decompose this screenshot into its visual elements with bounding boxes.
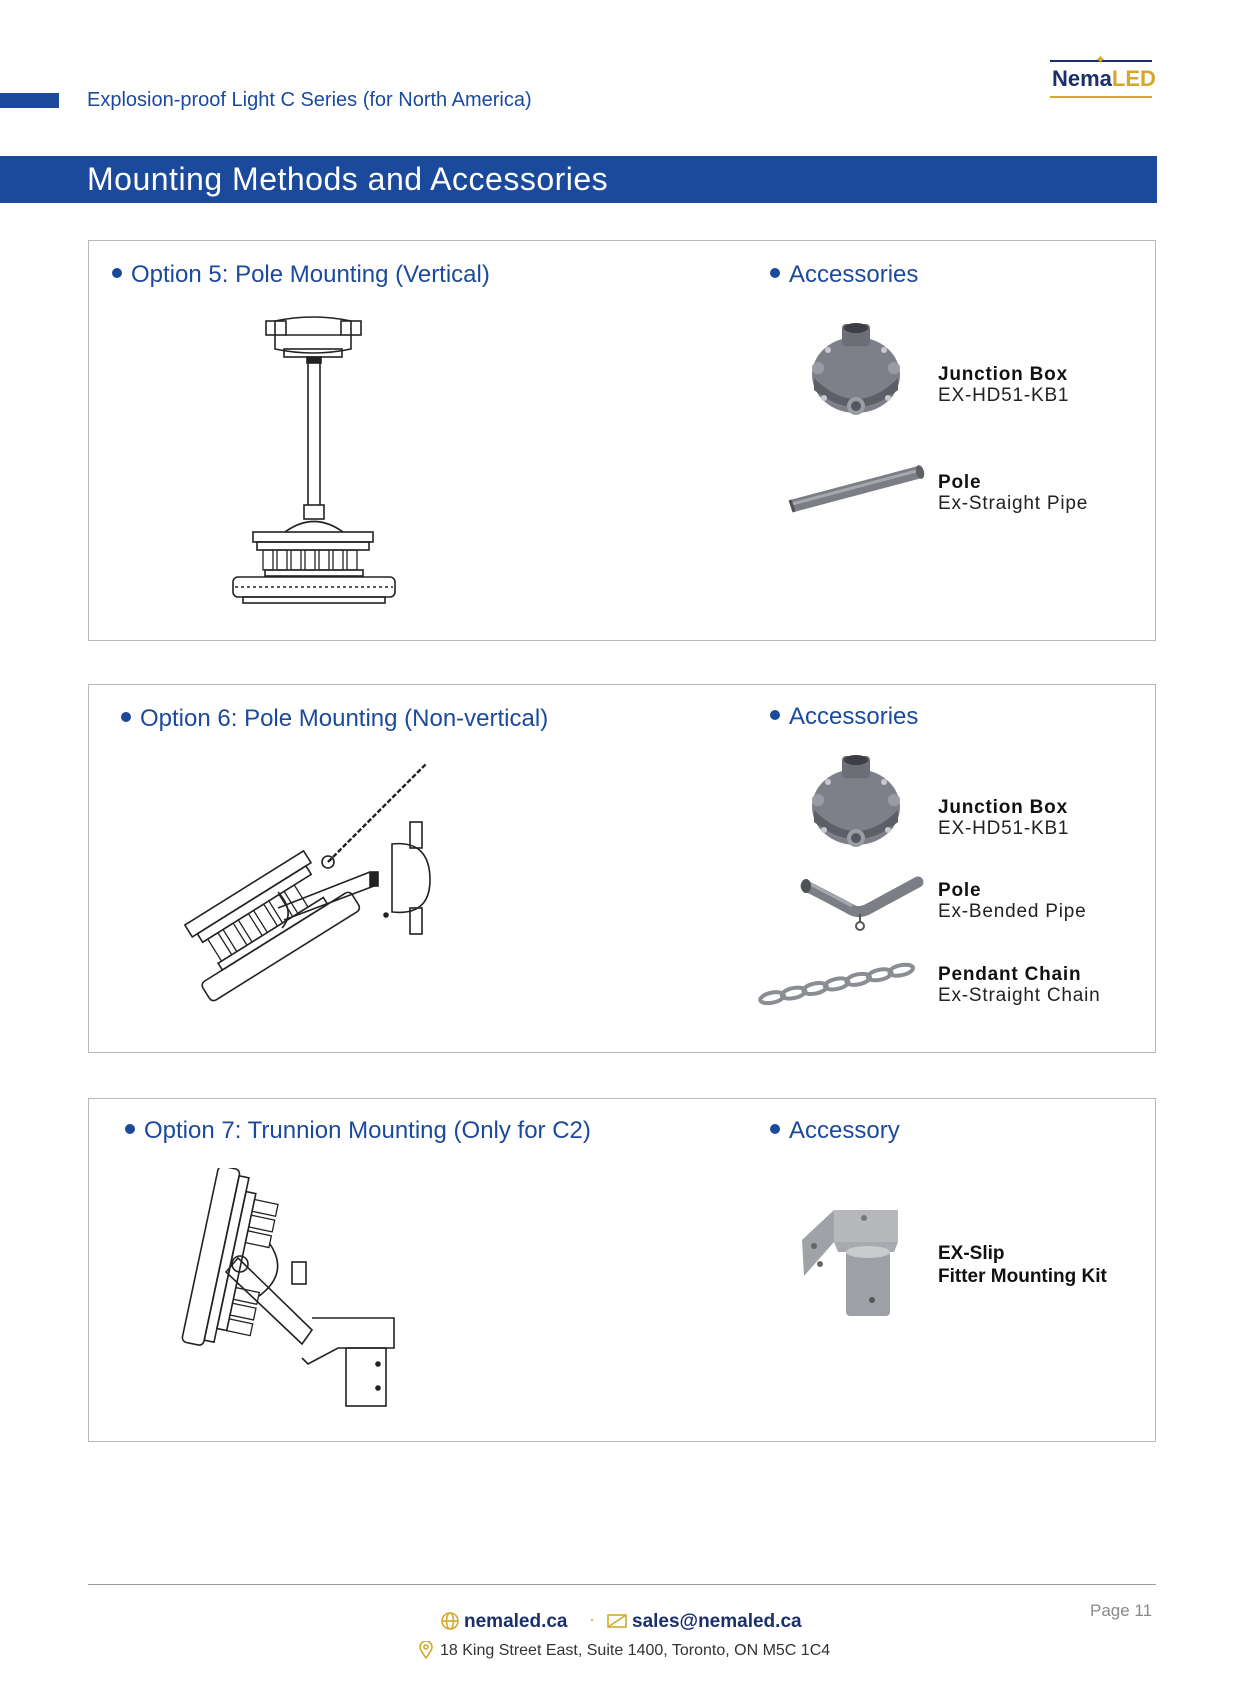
accessory-model: Fitter Mounting Kit xyxy=(938,1266,1107,1287)
header-accent-bar xyxy=(0,93,59,108)
option-5-title: Option 5: Pole Mounting (Vertical) xyxy=(112,261,490,289)
junction-box-icon xyxy=(812,755,900,847)
logo-top-rule xyxy=(1050,60,1152,62)
accessory-model: Ex-Straight Pipe xyxy=(938,493,1089,514)
chain-icon xyxy=(758,962,915,1006)
accessory-name: Junction Box xyxy=(938,797,1068,818)
mail-icon xyxy=(607,1614,627,1628)
option-6-title: Option 6: Pole Mounting (Non-vertical) xyxy=(121,705,548,733)
section-title: Mounting Methods and Accessories xyxy=(87,161,609,197)
option-5-accessories-heading: Accessories xyxy=(770,261,918,289)
bullet-icon xyxy=(770,1123,780,1134)
accessory-model: EX-HD51-KB1 xyxy=(938,818,1070,839)
logo-bottom-rule xyxy=(1050,96,1152,98)
pole-mount-vertical-diagram xyxy=(232,316,396,604)
bullet-icon xyxy=(770,709,780,720)
document-subtitle: Explosion-proof Light C Series (for Nort… xyxy=(87,89,532,111)
option-6-panel xyxy=(88,684,1156,1053)
logo-text-main: Nema xyxy=(1052,66,1112,91)
footer-rule xyxy=(88,1584,1156,1585)
straight-pipe-icon xyxy=(788,465,925,513)
company-logo: ✦ NemaLED xyxy=(1050,52,1156,102)
bullet-icon xyxy=(121,711,131,722)
logo-spark-icon: ✦ xyxy=(1095,52,1106,67)
bullet-icon xyxy=(125,1123,135,1134)
accessory-name: Pole xyxy=(938,472,982,493)
accessory-name: Pendant Chain xyxy=(938,964,1082,985)
junction-box-icon xyxy=(812,323,900,415)
accessory-name: Junction Box xyxy=(938,364,1068,385)
page-number: Page 11 xyxy=(1090,1601,1153,1620)
accessory-name: EX-Slip xyxy=(938,1243,1005,1264)
section-band xyxy=(0,156,1157,203)
accessory-model: Ex-Straight Chain xyxy=(938,985,1101,1006)
website-link[interactable]: nemaled.ca xyxy=(464,1611,568,1632)
option-7-accessories-heading: Accessory xyxy=(770,1117,900,1145)
footer-separator: · xyxy=(589,1609,595,1629)
bullet-icon xyxy=(770,267,780,278)
location-pin-icon xyxy=(419,1641,433,1659)
pole-mount-nonvertical-diagram xyxy=(183,763,431,1002)
option-7-title: Option 7: Trunnion Mounting (Only for C2… xyxy=(125,1117,591,1145)
accessory-model: Ex-Bended Pipe xyxy=(938,901,1087,922)
email-link[interactable]: sales@nemaled.ca xyxy=(632,1611,802,1632)
option-7-panel xyxy=(88,1098,1156,1442)
option-6-accessories-heading: Accessories xyxy=(770,703,918,731)
option-5-panel xyxy=(88,240,1156,641)
slip-fitter-icon xyxy=(802,1210,898,1316)
footer-address: 18 King Street East, Suite 1400, Toronto… xyxy=(440,1642,831,1659)
logo-text-accent: LED xyxy=(1111,66,1156,91)
accessory-model: EX-HD51-KB1 xyxy=(938,385,1070,406)
globe-icon xyxy=(441,1612,459,1630)
trunnion-mount-diagram xyxy=(181,1168,395,1407)
bended-pipe-icon xyxy=(800,876,924,931)
bullet-icon xyxy=(112,267,122,278)
accessory-name: Pole xyxy=(938,880,982,901)
